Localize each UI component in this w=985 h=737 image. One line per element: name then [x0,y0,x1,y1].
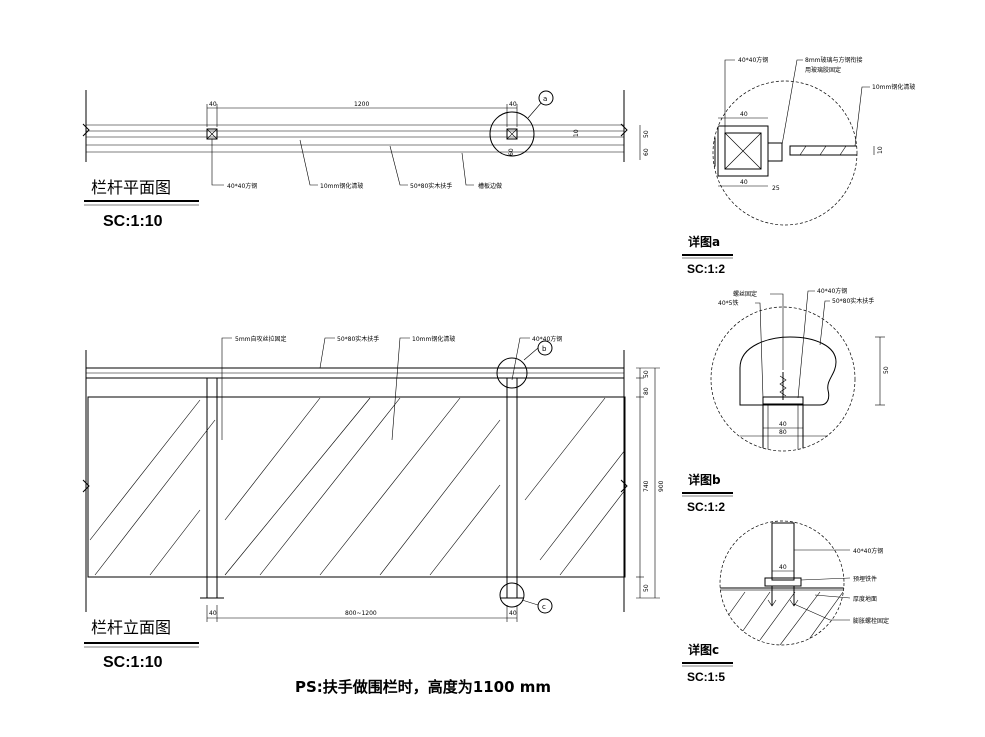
glass-hatch [89,397,625,576]
detail-c-label-bolt: 膨胀螺栓固定 [853,617,889,625]
elevation-post-right [500,377,524,599]
detail-a-dim-right: 25 [772,185,780,192]
plan-dim-60: 60 [643,148,650,156]
detail-c-label-floor: 厚度地面 [853,595,877,603]
plan-detail-circle-a [489,111,535,157]
detail-b-label-plate: 40*5铁 [718,299,738,307]
elevation-detail-circle-c [499,582,525,608]
detail-c-scale: SC:1:5 [687,670,725,684]
plan-dim-40-right: 40 [509,101,517,108]
callout-b [537,340,553,356]
detail-b: 40 80 50 螺丝固定 40*5铁 40*40方钢 50*80实木扶手 详图… [682,287,890,514]
elevation-post-left [200,377,224,599]
detail-a-scale: SC:1:2 [687,262,725,276]
elevation-dim-900: 900 [658,480,665,492]
detail-a-label-glue: 8mm玻璃与方钢衔接用玻璃胶固定 [805,56,863,74]
plan-dim-10: 10 [573,129,580,137]
plan-post-left [206,128,218,140]
plan-title: 栏杆平面图 [91,178,171,197]
detail-a: 40 40 25 10 40*40方钢 8mm玻璃与方钢衔接用玻璃胶固定 10m… [682,56,915,276]
detail-a-dim-bottom: 40 [740,179,748,186]
elevation-dim-40-left: 40 [209,610,217,617]
detail-c-dim-40: 40 [779,564,787,571]
detail-b-dim-80: 80 [779,429,787,436]
callout-a-label: a [543,95,547,103]
elevation-dim-80: 80 [643,387,650,395]
elevation-label-fix: 5mm自攻丝拉固定 [235,335,287,343]
detail-b-handrail-profile [739,336,837,406]
height-note: PS:扶手做围栏时，高度为1100 mm [295,678,551,696]
detail-b-dim-40: 40 [779,421,787,428]
elevation-title: 栏杆立面图 [91,618,171,637]
plan-scale: SC:1:10 [103,213,163,230]
callout-c-label: c [542,603,546,611]
elevation-view: c b 800~1200 40 40 50 80 740 50 900 5mm自… [82,335,665,671]
plan-dim-60-post: 60 [508,148,515,156]
detail-c: 40 40*40方钢 预埋铁件 厚度地面 膨胀螺栓固定 详图c SC:1:5 [682,520,889,684]
detail-a-label-post: 40*40方钢 [738,56,768,64]
detail-a-label-glass: 10mm钢化清玻 [872,83,915,91]
plan-label-post: 40*40方钢 [227,182,257,190]
plan-label-glass: 10mm钢化清玻 [320,182,363,190]
plan-dim-40-left: 40 [209,101,217,108]
detail-b-title: 详图b [688,472,721,487]
callout-c [537,598,553,614]
plan-dim-1200: 1200 [354,101,369,108]
elevation-label-glass: 10mm钢化清玻 [412,335,455,343]
elevation-label-post: 40*40方钢 [532,335,562,343]
elevation-dim-50-top: 50 [643,370,650,378]
plan-label-handrail: 50*80实木扶手 [410,182,452,190]
detail-c-title: 详图c [688,642,719,657]
detail-b-dim-50: 50 [883,366,890,374]
plan-view: a 40 1200 40 10 50 60 60 40*40方钢 10mm钢化清… [82,90,650,230]
detail-b-scale: SC:1:2 [687,500,725,514]
elevation-glass-panel [87,396,626,578]
plan-post-right [506,128,518,140]
detail-b-label-screw: 螺丝固定 [733,290,757,298]
callout-b-label: b [542,345,547,353]
detail-a-dim-top: 40 [740,111,748,118]
callout-a [538,90,554,106]
detail-a-title: 详图a [688,234,720,249]
plan-label-slot: 槽板边做 [478,182,502,190]
elevation-dim-span: 800~1200 [345,610,377,617]
elevation-scale: SC:1:10 [103,654,163,671]
plan-dim-50: 50 [643,130,650,138]
elevation-dim-40-right: 40 [509,610,517,617]
elevation-dim-50-bottom: 50 [643,584,650,592]
elevation-label-handrail: 50*80实木扶手 [337,335,379,343]
detail-c-label-base: 预埋铁件 [853,575,877,583]
detail-c-label-post: 40*40方钢 [853,547,883,555]
detail-b-label-handrail: 50*80实木扶手 [832,297,874,305]
detail-b-label-post: 40*40方钢 [817,287,847,295]
elevation-dim-740: 740 [643,480,650,492]
elevation-detail-circle-b [496,357,528,389]
detail-a-dim-side: 10 [877,146,884,154]
